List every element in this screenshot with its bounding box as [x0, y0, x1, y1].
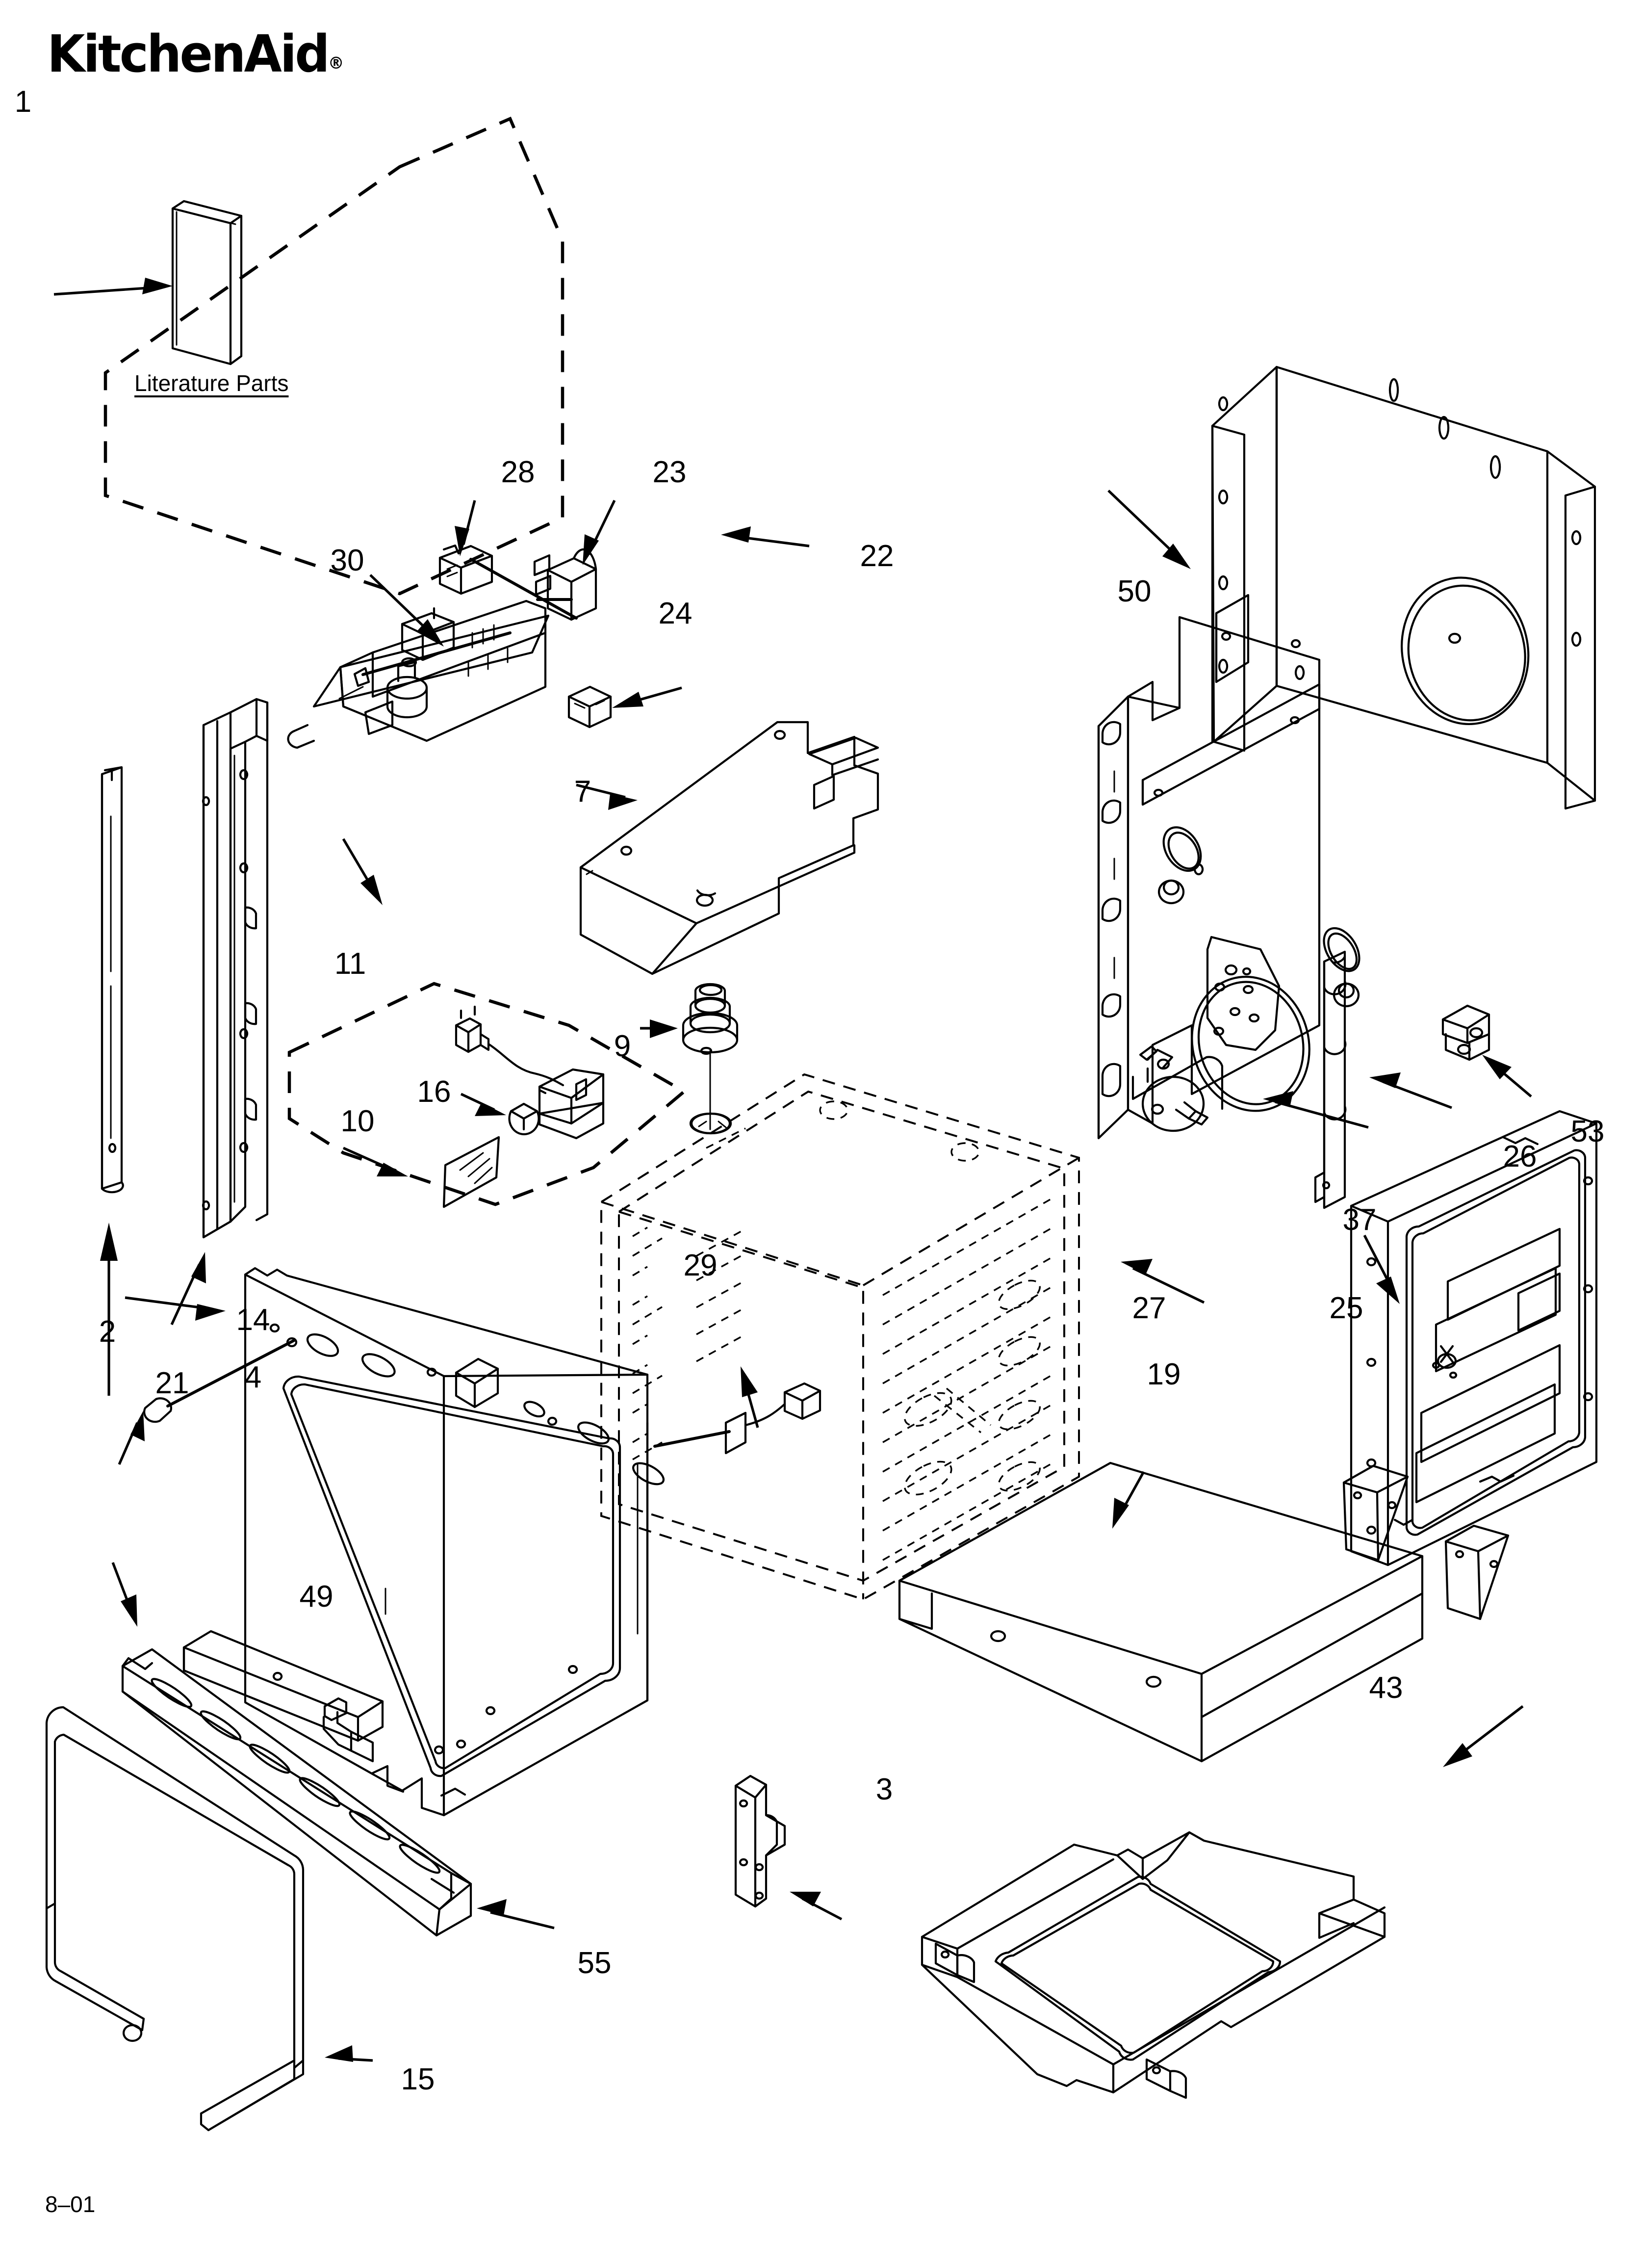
callout-26[interactable]: 26 — [1503, 1140, 1537, 1173]
leader-line-37 — [1263, 1091, 1369, 1129]
leader-line-28 — [455, 500, 476, 556]
callout-11[interactable]: 11 — [334, 947, 366, 981]
leader-line-25 — [1363, 1234, 1400, 1304]
callout-28[interactable]: 28 — [501, 455, 535, 489]
leader-line-29 — [741, 1366, 759, 1428]
leader-line-30 — [369, 574, 444, 647]
leader-line-15 — [325, 2045, 373, 2062]
leader-line-22 — [721, 526, 810, 547]
callout-22[interactable]: 22 — [860, 539, 894, 573]
leader-line-23 — [583, 499, 616, 565]
callout-49[interactable]: 49 — [299, 1580, 334, 1614]
leader-line-2 — [100, 1223, 118, 1396]
callout-30[interactable]: 30 — [330, 544, 364, 577]
leader-line-16 — [460, 1093, 506, 1116]
callout-43[interactable]: 43 — [1369, 1671, 1403, 1705]
part-53-spring-clip — [1441, 1004, 1490, 1061]
leader-line-24 — [612, 686, 682, 708]
callout-3[interactable]: 3 — [875, 1773, 893, 1806]
callout-27[interactable]: 27 — [1132, 1291, 1166, 1325]
leader-line-50 — [1107, 490, 1191, 569]
leader-line-1 — [53, 278, 173, 296]
part-7-top-cover-panel — [579, 721, 879, 975]
leader-line-27 — [1121, 1259, 1205, 1304]
part-43-bottom-base-pan — [921, 1831, 1386, 2099]
leader-line-10 — [342, 1147, 408, 1176]
leader-line-26 — [1369, 1072, 1452, 1109]
callout-24[interactable]: 24 — [658, 597, 693, 630]
part-50-rear-panel — [1211, 365, 1596, 810]
page-footer-code: 8–01 — [45, 2191, 96, 2217]
part-19-oven-deck-panel — [898, 1461, 1510, 1763]
callout-21[interactable]: 21 — [155, 1366, 189, 1400]
leader-line-7 — [576, 783, 638, 810]
leader-line-3 — [790, 1892, 843, 1921]
group-boundary-11-light-assembly — [287, 982, 687, 1206]
callout-29[interactable]: 29 — [683, 1249, 718, 1282]
part-23-oven-control-relay — [533, 548, 597, 621]
leader-line-21 — [170, 1252, 206, 1326]
part-21-rack-guide-rail — [202, 698, 269, 1239]
callout-10[interactable]: 10 — [340, 1104, 375, 1138]
leader-line-4 — [118, 1411, 145, 1465]
part-light-socket-assembly — [455, 1005, 605, 1140]
registered-trademark-icon: ® — [328, 53, 344, 73]
callout-2[interactable]: 2 — [99, 1315, 116, 1349]
brand-name: KitchenAid — [47, 24, 330, 84]
part-rear-chassis-panel — [1097, 594, 1360, 1140]
part-37-thermal-limiter — [1139, 1045, 1209, 1132]
callout-15[interactable]: 15 — [401, 2062, 435, 2096]
part-15-door-gasket — [45, 1706, 305, 2132]
leader-line-55 — [477, 1899, 555, 1929]
part-2-side-trim-rail — [101, 766, 124, 1194]
callout-4[interactable]: 4 — [244, 1360, 262, 1394]
leader-line-43 — [1443, 1705, 1524, 1767]
part-29-temperature-sensor — [653, 1382, 821, 1455]
part-16-oven-light-bulb — [508, 1102, 540, 1136]
part-55-vent-trim — [121, 1648, 472, 1937]
part-3-mounting-bracket — [734, 1774, 786, 1908]
callout-16[interactable]: 16 — [417, 1075, 451, 1109]
leader-line-49 — [111, 1562, 137, 1627]
group-caption-literature-parts: Literature Parts — [134, 370, 289, 396]
leader-line-9 — [640, 1019, 678, 1038]
callout-53[interactable]: 53 — [1570, 1115, 1605, 1148]
part-4-mounting-screw — [143, 1337, 298, 1423]
kitchenaid-logo: KitchenAid® — [47, 28, 344, 79]
part-30-control-mounting-bracket — [287, 600, 550, 749]
callout-37[interactable]: 37 — [1342, 1203, 1377, 1237]
callout-25[interactable]: 25 — [1329, 1291, 1363, 1325]
callout-9[interactable]: 9 — [614, 1029, 631, 1063]
group-boundary-22-control-assembly — [103, 116, 564, 596]
part-9-vent-tube — [682, 983, 739, 1135]
part-28-limit-switch — [438, 544, 578, 620]
part-10-light-lens-cover — [442, 1136, 500, 1208]
part-24-terminal-block — [567, 685, 612, 729]
callout-23[interactable]: 23 — [652, 455, 687, 489]
part-25-side-outer-panel — [1350, 1110, 1598, 1566]
leader-line-19 — [1112, 1471, 1145, 1529]
callout-14[interactable]: 14 — [236, 1303, 270, 1337]
part-26-hinge-strip — [1314, 950, 1347, 1209]
part-1-literature-booklet — [171, 200, 243, 365]
callout-19[interactable]: 19 — [1147, 1357, 1181, 1391]
callout-7[interactable]: 7 — [574, 775, 591, 808]
callout-55[interactable]: 55 — [577, 1946, 612, 1980]
leader-line-14 — [125, 1296, 226, 1321]
part-49-insulation-bar — [182, 1630, 384, 1763]
part-14-front-frame — [244, 1267, 665, 1817]
callout-50[interactable]: 50 — [1117, 574, 1152, 608]
leader-line-11 — [342, 838, 383, 905]
callout-1[interactable]: 1 — [14, 85, 32, 119]
leader-line-53 — [1482, 1055, 1532, 1097]
